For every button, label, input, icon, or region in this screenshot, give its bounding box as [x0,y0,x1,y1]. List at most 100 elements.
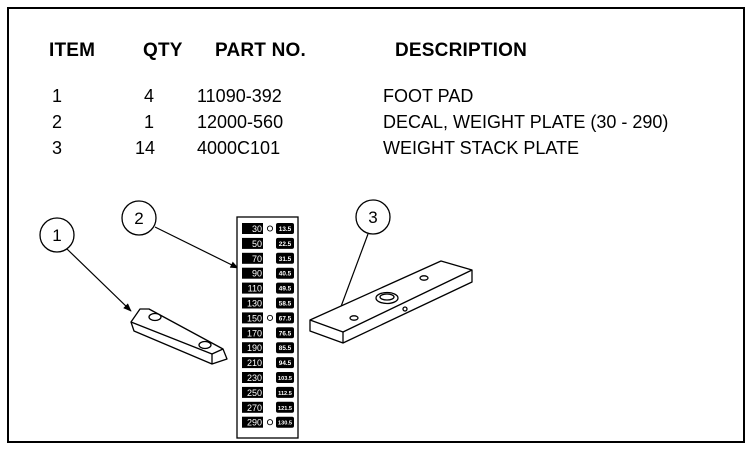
row-2-item: 2 [52,112,63,132]
row-3-description: WEIGHT STACK PLATE [383,138,580,158]
decal-lbs-value: 270 [247,403,262,413]
decal-lbs-box [242,237,263,249]
decal-lbs-value: 130 [247,299,262,309]
callout-1-leader [66,248,132,312]
decal-kg-box [276,372,294,383]
decal-row: 270 121.5 [242,401,294,413]
decal-kg-value: 76.5 [279,330,292,337]
decal-lbs-value: 30 [252,224,262,234]
decal-row: 30 13.5 [242,223,294,234]
callout-1: 1 [39,217,132,312]
decal-lbs-box [242,386,263,398]
decal-kg-box [276,297,294,309]
callout-3-label: 3 [368,208,377,227]
decal-row: 250 112.5 [242,386,294,398]
decal-lbs-value: 210 [247,358,262,368]
decal-kg-box [276,252,294,264]
row-3-item: 3 [52,138,63,158]
decal-kg-box [276,282,294,294]
row-3-part-no: 4000C101 [197,138,281,158]
decal-kg-value: 130.5 [278,421,292,427]
decal-lbs-box [242,416,263,428]
decal-lbs-value: 150 [247,313,262,323]
decal-kg-value: 94.5 [279,360,292,367]
decal-row: 90 40.5 [242,267,294,279]
callout-2-leader [154,226,239,269]
decal-lbs-box [242,223,263,234]
decal-lbs-box [242,342,263,354]
callout-3: 3 [335,199,391,321]
callout-2-label: 2 [134,209,143,228]
diagram-frame [7,7,745,443]
decal-row: 150 67.5 [242,312,294,324]
row-2-part-no: 12000-560 [197,112,284,132]
decal-kg-box [276,357,294,369]
decal-kg-box [276,401,294,413]
header-part-no: PART NO. [215,40,306,61]
decal-kg-value: 13.5 [279,226,292,233]
decal-row: 290 130.5 [242,416,294,428]
decal-kg-value: 67.5 [279,315,292,322]
weight-stack-plate-drawing [309,260,473,344]
decal-row: 110 49.5 [242,282,294,294]
row-1-item: 1 [52,86,63,106]
callout-2: 2 [121,200,239,269]
decal-lbs-value: 230 [247,373,262,383]
decal-row: 190 85.5 [242,342,294,354]
row-1-description: FOOT PAD [383,86,474,106]
decal-kg-box [276,416,294,428]
decal-kg-box [276,267,294,279]
decal-lbs-box [242,297,263,309]
decal-kg-value: 31.5 [279,256,292,263]
row-1-part-no: 11090-392 [197,86,282,106]
decal-kg-value: 103.5 [278,376,292,382]
decal-row: 210 94.5 [242,357,294,369]
decal-lbs-box [242,312,263,324]
row-2-qty: 1 [144,112,155,132]
decal-kg-box [276,237,294,249]
decal-lbs-box [242,327,263,339]
decal-kg-box [276,223,294,234]
decal-lbs-value: 190 [247,343,262,353]
decal-kg-box [276,312,294,324]
decal-lbs-box [242,372,263,383]
decal-pin-hole-icon [266,225,274,232]
decal-pin-hole-icon [266,314,274,321]
decal-pin-hole-icon [266,419,274,426]
decal-lbs-value: 250 [247,388,262,398]
decal-row: 50 22.5 [242,237,294,249]
decal-row: 170 76.5 [242,327,294,339]
decal-lbs-box [242,252,263,264]
weight-plate-decal: 30 13.5 50 22.5 70 31.5 90 40.5 110 49.5 130 58.5 15… [236,216,299,439]
decal-row: 130 58.5 [242,297,294,309]
row-2-description: DECAL, WEIGHT PLATE (30 - 290) [383,112,669,132]
decal-kg-value: 49.5 [279,286,292,293]
decal-lbs-value: 170 [247,328,262,338]
decal-kg-value: 22.5 [279,241,292,248]
row-1-qty: 4 [144,86,155,106]
foot-pad-drawing [130,308,228,365]
decal-kg-value: 85.5 [279,345,292,352]
decal-lbs-value: 290 [247,418,262,428]
decal-lbs-box [242,357,263,369]
decal-kg-value: 112.5 [278,391,292,397]
header-description: DESCRIPTION [395,40,528,61]
header-qty: QTY [143,40,183,61]
row-3-qty: 14 [135,138,156,158]
decal-lbs-box [242,267,263,279]
decal-lbs-value: 70 [252,254,262,264]
decal-lbs-box [242,401,263,413]
decal-kg-value: 40.5 [279,271,292,278]
decal-row: 70 31.5 [242,252,294,264]
decal-kg-box [276,342,294,354]
decal-kg-box [276,386,294,398]
decal-row: 230 103.5 [242,372,294,383]
decal-lbs-value: 90 [252,269,262,279]
decal-kg-value: 58.5 [279,301,292,308]
decal-kg-value: 121.5 [278,406,292,412]
decal-lbs-value: 50 [252,239,262,249]
decal-lbs-value: 110 [248,284,262,294]
decal-lbs-box [242,282,263,294]
callout-1-label: 1 [52,226,61,245]
